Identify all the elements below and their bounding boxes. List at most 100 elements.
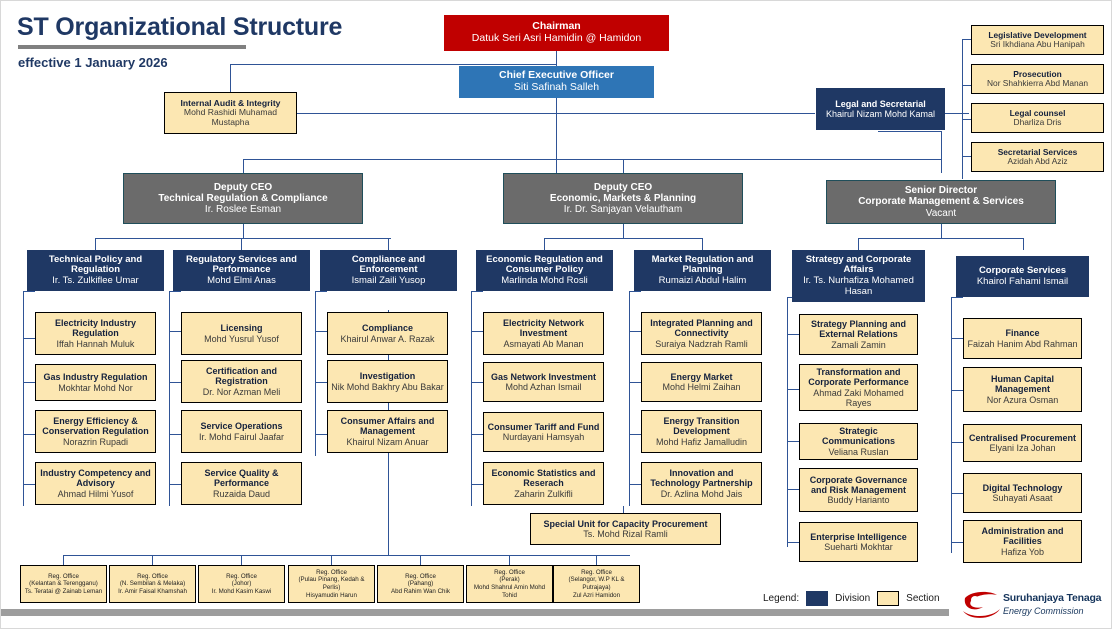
branch-c1-a (23, 291, 35, 292)
branch-c5-3 (629, 434, 641, 435)
deputy1-portfolio: Technical Regulation & Compliance (158, 192, 328, 204)
legend-section-label: Section (906, 593, 940, 604)
node-section-enterprise-intelligence[interactable]: Enterprise Intelligence Sueharti Mokhtar (799, 522, 918, 562)
branch-c4-2 (471, 382, 483, 383)
node-section-digital-technology[interactable]: Digital Technology Suhayati Asaat (963, 473, 1082, 513)
node-chairman[interactable]: Chairman Datuk Seri Asri Hamidin @ Hamid… (444, 15, 669, 51)
node-section-gas-network-investment[interactable]: Gas Network Investment Mohd Azhan Ismail (483, 362, 604, 402)
node-section-electricity-industry-regulation[interactable]: Electricity Industry Regulation Iffah Ha… (35, 312, 156, 355)
node-division-economic-regulation[interactable]: Economic Regulation and Consumer Policy … (476, 250, 613, 291)
node-section-energy-transition-development[interactable]: Energy Transition Development Mohd Hafiz… (641, 410, 762, 453)
connector-legal-s4 (962, 156, 971, 157)
c5-s2-name: Mohd Helmi Zaihan (662, 382, 741, 392)
c7-s2-title: Human Capital Management (990, 374, 1054, 395)
effective-date-subtitle: effective 1 January 2026 (18, 55, 168, 70)
c3-s2-name: Nik Mohd Bakhry Abu Bakar (331, 381, 444, 392)
c2-s1-name: Mohd Yusrul Yusof (204, 333, 279, 344)
chairman-name: Datuk Seri Asri Hamidin @ Hamidon (471, 32, 642, 44)
node-regional-office-pahang[interactable]: Reg. Office (Pahang) Abd Rahim Wan Chik (377, 565, 464, 603)
c4-s4-name: Zaharin Zulkifli (514, 488, 573, 499)
logo-name-malay: Suruhanjaya Tenaga (1003, 592, 1102, 604)
spine-col1 (23, 291, 24, 506)
node-section-energy-market[interactable]: Energy Market Mohd Helmi Zaihan (641, 362, 762, 402)
node-section-strategy-planning-external-relations[interactable]: Strategy Planning and External Relations… (799, 314, 918, 355)
node-section-certification-registration[interactable]: Certification and Registration Dr. Nor A… (181, 360, 302, 403)
node-secretarial-services[interactable]: Secretarial Services Azidah Abd Aziz (971, 142, 1104, 172)
legend-division-swatch (806, 591, 829, 606)
branch-c3-1 (315, 331, 327, 332)
node-deputy-ceo-economic[interactable]: Deputy CEO Economic, Markets & Planning … (503, 173, 743, 224)
node-regional-office-selangor-kl-putrajaya[interactable]: Reg. Office (Selangor, W.P KL & Putrajay… (553, 565, 640, 603)
node-section-centralised-procurement[interactable]: Centralised Procurement Elyani Iza Johan (963, 424, 1082, 462)
node-section-innovation-technology-partnership[interactable]: Innovation and Technology Partnership Dr… (641, 462, 762, 505)
ro5-name: Abd Rahim Wan Chik (391, 587, 450, 595)
ro3-name: Ir. Mohd Kasim Kaswi (211, 587, 272, 595)
node-section-integrated-planning-connectivity[interactable]: Integrated Planning and Connectivity Sur… (641, 312, 762, 355)
c1-s4-title: Industry Competency and Advisory (40, 468, 151, 489)
node-section-service-quality-performance[interactable]: Service Quality & Performance Ruzaida Da… (181, 462, 302, 505)
node-legislative-development[interactable]: Legislative Development Sri Ikhdiana Abu… (971, 25, 1104, 55)
node-regional-office-perak[interactable]: Reg. Office (Perak) Mohd Shahrul Amin Mo… (466, 565, 553, 603)
node-section-finance[interactable]: Finance Faizah Hanim Abd Rahman (963, 318, 1082, 359)
node-regional-office-negeri-sembilan-melaka[interactable]: Reg. Office (N. Sembilan & Melaka) Ir. A… (109, 565, 196, 603)
node-section-gas-industry-regulation[interactable]: Gas Industry Regulation Mokhtar Mohd Nor (35, 364, 156, 401)
ceo-title: Chief Executive Officer (499, 69, 614, 82)
node-section-administration-facilities[interactable]: Administration and Facilities Hafiza Yob (963, 520, 1082, 563)
legislative-development-title: Legislative Development (988, 29, 1087, 40)
node-section-compliance[interactable]: Compliance Khairul Anwar A. Razak (327, 312, 448, 355)
connector-region-bus (63, 555, 388, 556)
connector-legal-s1 (962, 39, 971, 40)
node-division-corporate-services[interactable]: Corporate Services Khairol Fahami Ismail (956, 256, 1089, 297)
special-unit-name: Ts. Mohd Rizal Ramli (583, 529, 668, 539)
node-regional-office-kelantan-terengganu[interactable]: Reg. Office (Kelantan & Terengganu) Ts. … (20, 565, 107, 603)
node-section-strategic-communications[interactable]: Strategic Communications Veliana Ruslan (799, 423, 918, 460)
node-senior-director-corporate[interactable]: Senior Director Corporate Management & S… (826, 180, 1056, 224)
node-chief-executive-officer[interactable]: Chief Executive Officer Siti Safinah Sal… (459, 66, 654, 98)
node-regional-office-johor[interactable]: Reg. Office (Johor) Ir. Mohd Kasim Kaswi (198, 565, 285, 603)
branch-c5-a (629, 291, 641, 292)
c1-s4-name: Ahmad Hilmi Yusof (57, 488, 134, 499)
c4-s3-title: Consumer Tariff and Fund (487, 421, 600, 432)
node-prosecution[interactable]: Prosecution Nor Shahkierra Abd Manan (971, 64, 1104, 94)
spine-col3 (315, 291, 316, 456)
c3-s2-title: Investigation (359, 371, 416, 382)
node-division-market-regulation[interactable]: Market Regulation and Planning Rumaizi A… (634, 250, 771, 291)
node-section-licensing[interactable]: Licensing Mohd Yusrul Yusof (181, 312, 302, 355)
c6-s1-title: Strategy Planning and External Relations (810, 319, 906, 340)
ro1-title: Reg. Office (48, 572, 79, 580)
node-regional-office-pulau-pinang-kedah-perlis[interactable]: Reg. Office (Pulau Pinang, Kedah & Perli… (288, 565, 375, 603)
node-section-transformation-corporate-performance[interactable]: Transformation and Corporate Performance… (799, 364, 918, 411)
node-division-compliance-enforcement[interactable]: Compliance and Enforcement Ismail Zaili … (320, 250, 457, 291)
connector-d2-bus (544, 238, 702, 239)
node-internal-audit-integrity[interactable]: Internal Audit & Integrity Mohd Rashidi … (164, 92, 297, 134)
node-special-unit-capacity-procurement[interactable]: Special Unit for Capacity Procurement Ts… (530, 513, 721, 545)
node-section-investigation[interactable]: Investigation Nik Mohd Bakhry Abu Bakar (327, 360, 448, 403)
legal-secretarial-title: Legal and Secretarial (835, 98, 926, 109)
node-section-consumer-tariff-fund[interactable]: Consumer Tariff and Fund Nurdayani Hamsy… (483, 412, 604, 452)
node-division-strategy-corporate-affairs[interactable]: Strategy and Corporate Affairs Ir. Ts. N… (792, 250, 925, 302)
branch-c7-5 (951, 542, 963, 543)
branch-c6-2 (787, 389, 799, 390)
branch-c6-1 (787, 334, 799, 335)
c4-s2-name: Mohd Azhan Ismail (505, 382, 582, 392)
legend: Legend: Division Section (763, 591, 940, 606)
node-section-economic-statistics-research[interactable]: Economic Statistics and Reserach Zaharin… (483, 462, 604, 505)
c7-s2-name: Nor Azura Osman (986, 394, 1059, 405)
node-legal-and-secretarial[interactable]: Legal and Secretarial Khairul Nizam Mohd… (816, 88, 945, 130)
node-deputy-ceo-technical[interactable]: Deputy CEO Technical Regulation & Compli… (123, 173, 363, 224)
node-section-service-operations[interactable]: Service Operations Ir. Mohd Fairul Jaafa… (181, 410, 302, 453)
branch-c7-a (951, 297, 963, 298)
node-legal-counsel[interactable]: Legal counsel Dharliza Dris (971, 103, 1104, 133)
ro6-area: (Perak) (499, 576, 520, 584)
ro5-title: Reg. Office (405, 572, 436, 580)
node-section-corporate-governance-risk-management[interactable]: Corporate Governance and Risk Management… (799, 468, 918, 512)
node-section-human-capital-management[interactable]: Human Capital Management Nor Azura Osman (963, 367, 1082, 412)
node-section-electricity-network-investment[interactable]: Electricity Network Investment Asmayati … (483, 312, 604, 355)
node-section-energy-efficiency-conservation[interactable]: Energy Efficiency & Conservation Regulat… (35, 410, 156, 453)
c3-s1-name: Khairul Anwar A. Razak (340, 333, 435, 344)
node-division-regulatory-services[interactable]: Regulatory Services and Performance Mohd… (173, 250, 310, 291)
node-section-industry-competency-advisory[interactable]: Industry Competency and Advisory Ahmad H… (35, 462, 156, 505)
node-division-technical-policy[interactable]: Technical Policy and Regulation Ir. Ts. … (27, 250, 164, 291)
c5-s2-title: Energy Market (670, 371, 733, 382)
node-section-consumer-affairs-management[interactable]: Consumer Affairs and Management Khairul … (327, 410, 448, 453)
